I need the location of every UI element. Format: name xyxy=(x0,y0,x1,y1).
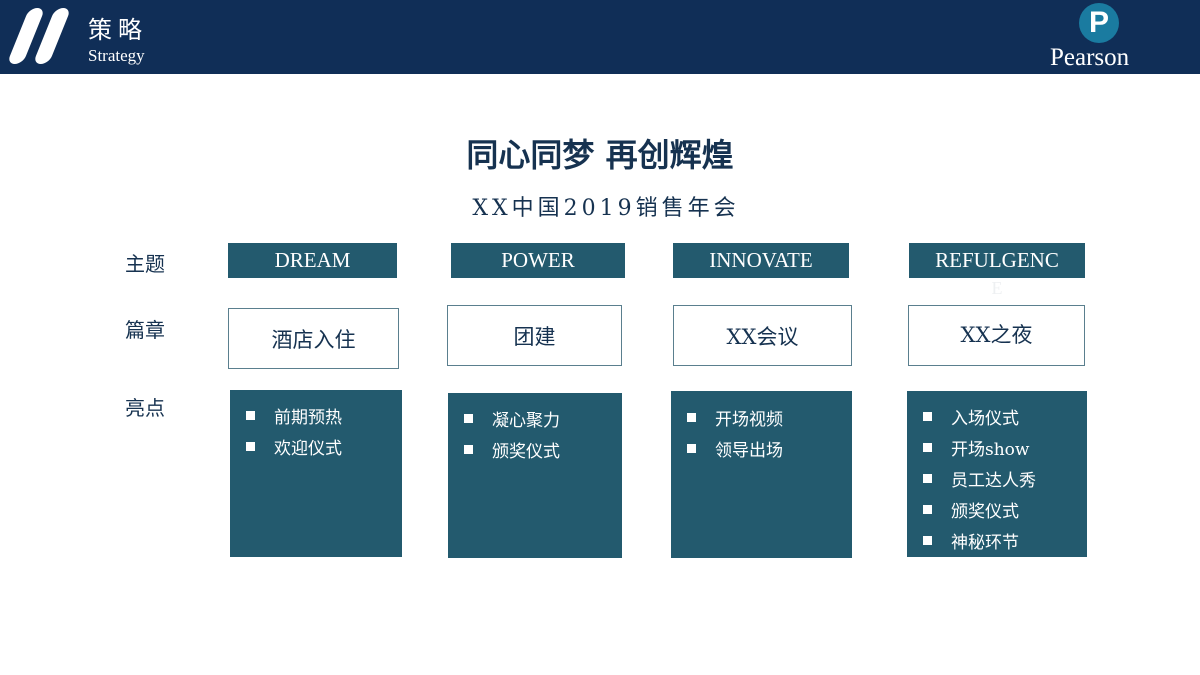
chapter-box: 团建 xyxy=(447,305,622,366)
theme-box: INNOVATE xyxy=(673,243,849,278)
highlight-item: 颁奖仪式 xyxy=(907,494,1087,525)
chapter-box: 酒店入住 xyxy=(228,308,399,369)
bullet-icon xyxy=(246,411,255,420)
slide-subtitle: XX中国2019销售年会 xyxy=(472,196,740,221)
highlight-item: 开场show xyxy=(907,432,1087,463)
theme-box: POWER xyxy=(451,243,625,278)
pearson-logo-text: Pearson xyxy=(1050,44,1130,71)
highlight-item: 颁奖仪式 xyxy=(448,434,622,465)
highlight-item: 前期预热 xyxy=(230,400,402,431)
chapter-box: XX会议 xyxy=(673,305,852,366)
slide-title: 同心同梦 再创辉煌 xyxy=(466,136,734,174)
row-label-highlight: 亮点 xyxy=(125,396,165,420)
highlight-item: 入场仪式 xyxy=(907,401,1087,432)
section-title-en: Strategy xyxy=(88,46,145,65)
row-label-theme: 主题 xyxy=(125,252,165,276)
bullet-icon xyxy=(246,442,255,451)
highlight-box: 前期预热 欢迎仪式 xyxy=(230,390,402,557)
highlight-box: 入场仪式 开场show 员工达人秀 颁奖仪式 神秘环节 xyxy=(907,391,1087,557)
theme-box: REFULGENC xyxy=(909,243,1085,278)
bullet-icon xyxy=(923,443,932,452)
bullet-icon xyxy=(923,505,932,514)
highlight-item: 领导出场 xyxy=(671,433,852,464)
highlight-item: 欢迎仪式 xyxy=(230,431,402,462)
bullet-icon xyxy=(923,412,932,421)
bullet-icon xyxy=(687,444,696,453)
theme-overflow-text: E xyxy=(991,278,1003,298)
pearson-logo-icon: P xyxy=(1079,3,1119,43)
header-bar: 策略 Strategy P Pearson xyxy=(0,0,1200,74)
highlight-item: 开场视频 xyxy=(671,402,852,433)
highlight-item: 神秘环节 xyxy=(907,525,1087,556)
section-title-cn: 策略 xyxy=(88,16,148,44)
bullet-icon xyxy=(687,413,696,422)
theme-box: DREAM xyxy=(228,243,397,278)
chapter-box: XX之夜 xyxy=(908,305,1085,366)
highlight-item: 员工达人秀 xyxy=(907,463,1087,494)
bullet-icon xyxy=(464,445,473,454)
row-label-chapter: 篇章 xyxy=(125,318,165,342)
highlight-box: 开场视频 领导出场 xyxy=(671,391,852,558)
bullet-icon xyxy=(923,536,932,545)
highlight-box: 凝心聚力 颁奖仪式 xyxy=(448,393,622,558)
bullet-icon xyxy=(464,414,473,423)
bullet-icon xyxy=(923,474,932,483)
highlight-item: 凝心聚力 xyxy=(448,403,622,434)
